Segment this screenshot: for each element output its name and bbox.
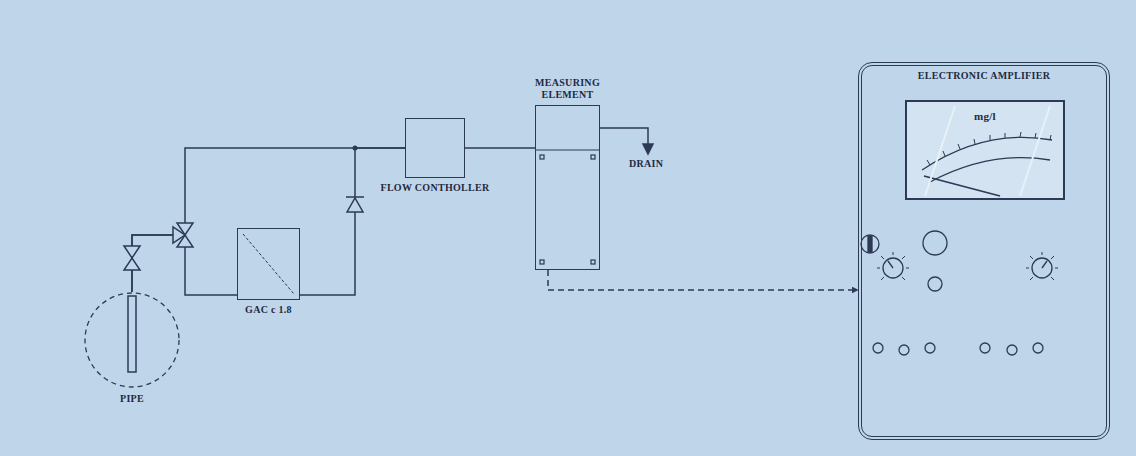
pipe-line [300,148,405,295]
gac-media-line [243,234,294,294]
measuring-element-detail [535,150,600,264]
valve-symbol [124,246,140,270]
drain-label: DRAIN [629,158,663,170]
pipe-line [132,235,237,295]
meter-window: mg/l [905,100,1065,200]
pipe-line [465,147,535,149]
signal-line [548,270,858,290]
node-label: MEASURING ELEMENT [529,77,607,101]
amplifier-detail [861,102,1063,355]
three-way-valve [173,223,193,247]
pipe-stub [128,296,136,372]
node-label: mg/l [907,110,1063,122]
amplifier-panel: ELECTRONIC AMPLIFIER mg/l [858,62,1110,440]
pipe-outline [84,292,180,388]
node-label: GAC c 1.8 [245,304,292,316]
node-label: FLOW CONTHOLLER [380,182,489,194]
node-label: ELECTRONIC AMPLIFIER [862,70,1106,82]
junction-dot [353,146,358,151]
gac-filter-box: GAC c 1.8 [237,228,300,300]
node-label: PIPE [120,393,144,405]
check-valve [346,197,364,212]
flow-controller-box: FLOW CONTHOLLER [405,118,465,178]
measuring-element-box: MEASURING ELEMENT [535,105,600,270]
pipe-line [132,148,405,292]
pipe-circle: PIPE [84,292,180,388]
drain-line [600,128,653,154]
